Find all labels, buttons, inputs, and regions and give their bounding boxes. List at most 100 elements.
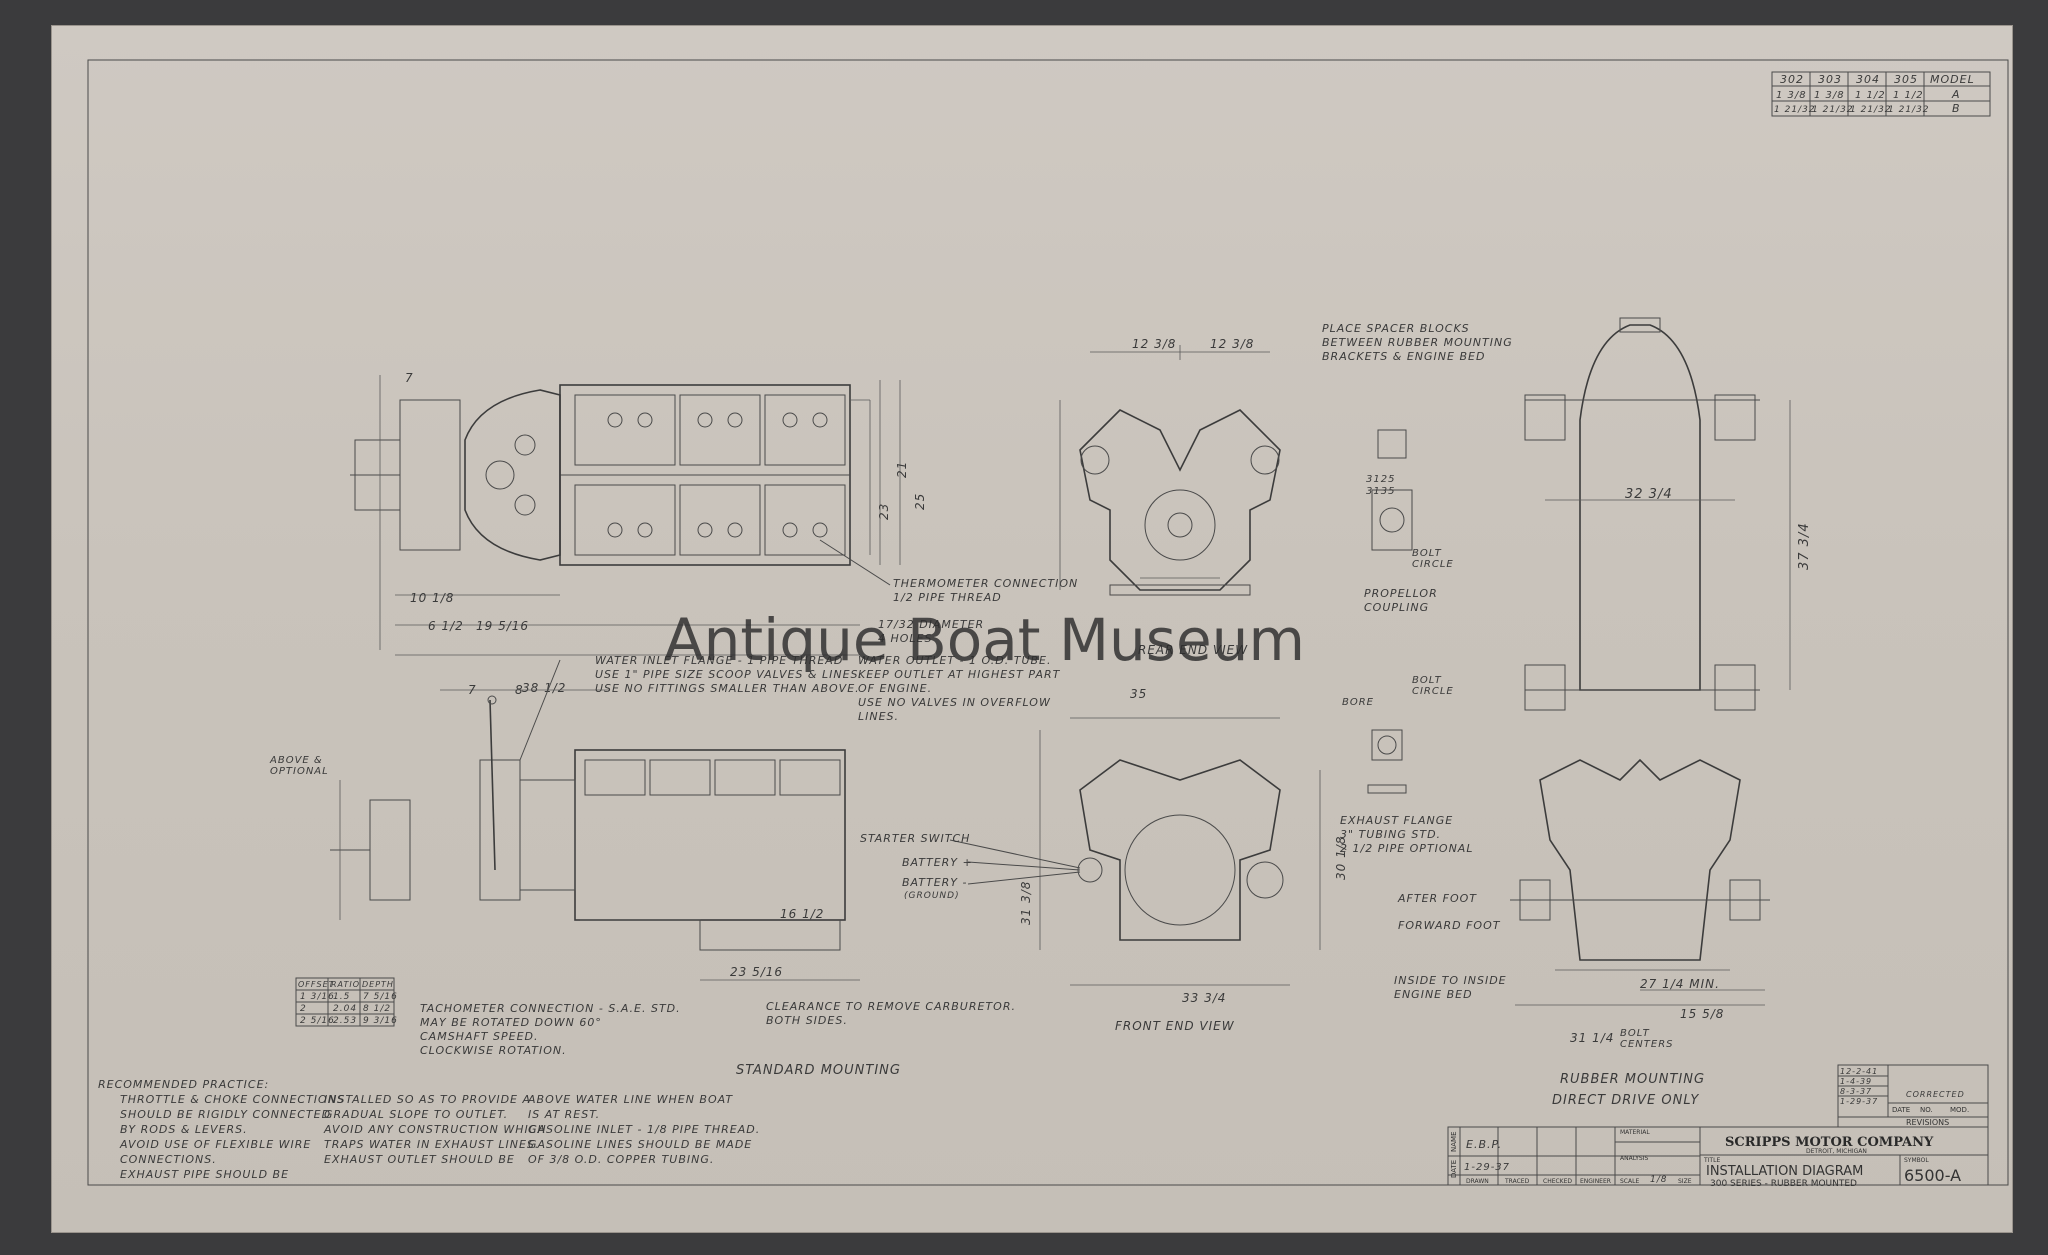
- model-h3: 305: [1894, 73, 1918, 86]
- dim-6: 6 1/2: [428, 619, 464, 633]
- rev-corrected: CORRECTED: [1906, 1090, 1965, 1099]
- rev-date-0: 12-2-41: [1840, 1067, 1878, 1076]
- engine-side-view: [330, 689, 860, 981]
- label-direct-drive: DIRECT DRIVE ONLY: [1552, 1093, 1699, 1108]
- note-bolt-circle-2b: CIRCLE: [1412, 686, 1454, 697]
- note-bore: BORE: [1342, 697, 1374, 708]
- tb-scale: 1/8: [1650, 1175, 1667, 1185]
- note-clearance-2: BOTH SIDES.: [766, 1014, 848, 1027]
- note-tach-3: CAMSHAFT SPEED.: [420, 1030, 539, 1043]
- recommended-heading: RECOMMENDED PRACTICE:: [98, 1078, 269, 1091]
- rec-c1-4: CONNECTIONS.: [120, 1153, 217, 1166]
- rubber-mount-plan-view: [1524, 317, 1791, 711]
- rec-c1-5: EXHAUST PIPE SHOULD BE: [120, 1168, 289, 1181]
- rec-c2-1: GRADUAL SLOPE TO OUTLET.: [324, 1108, 508, 1121]
- tb-drawn-by: E.B.P.: [1466, 1138, 1502, 1151]
- tb-col-engineer: ENGINEER: [1580, 1178, 1611, 1185]
- note-water-inlet-3: USE NO FITTINGS SMALLER THAN ABOVE.: [595, 682, 860, 695]
- dim-10: 10 1/8: [410, 591, 454, 605]
- model-r1c4: B: [1952, 102, 1961, 115]
- offset-h2: DEPTH: [362, 980, 394, 989]
- note-propellor-2: COUPLING: [1364, 601, 1429, 614]
- dim-3125: 3125: [1366, 474, 1395, 485]
- dim-25: 25: [913, 493, 927, 510]
- dim-8: 8: [515, 683, 524, 697]
- tb-material-label: MATERIAL: [1620, 1129, 1650, 1136]
- note-clearance-1: CLEARANCE TO REMOVE CARBURETOR.: [766, 1000, 1016, 1013]
- model-r0c4: A: [1951, 88, 1961, 101]
- dim-15: 15 5/8: [1680, 1007, 1724, 1021]
- drawing-border: [87, 59, 2009, 1186]
- note-tach-2: MAY BE ROTATED DOWN 60°: [420, 1016, 602, 1029]
- exhaust-flange-detail: [1367, 729, 1407, 794]
- note-water-outlet-4: USE NO VALVES IN OVERFLOW: [858, 696, 1051, 709]
- note-above-optional-2: OPTIONAL: [270, 766, 329, 777]
- rubber-mount-end-view: [1510, 758, 1770, 1006]
- model-r1c1: 1 21/32: [1812, 105, 1854, 115]
- model-h2: 304: [1856, 73, 1880, 86]
- label-rear-end-view: REAR END VIEW: [1138, 643, 1248, 657]
- rec-c1-2: BY RODS & LEVERS.: [120, 1123, 248, 1136]
- rec-c3-4: OF 3/8 O.D. COPPER TUBING.: [528, 1153, 714, 1166]
- tb-city: DETROIT, MICHIGAN: [1806, 1148, 1867, 1155]
- dim-21: 21: [895, 461, 909, 478]
- note-bolt-circle-1a: BOLT: [1412, 548, 1442, 559]
- dim-31: 31 1/4: [1570, 1031, 1614, 1045]
- tb-col-drawn: DRAWN: [1466, 1178, 1489, 1185]
- model-h4: MODEL: [1930, 73, 1975, 86]
- engine-rear-view: [1059, 345, 1281, 596]
- model-h0: 302: [1780, 73, 1804, 86]
- dim-7: 7: [405, 371, 414, 385]
- engine-front-view: [1039, 717, 1321, 986]
- tb-number: 6500-A: [1904, 1166, 1961, 1185]
- note-starter-switch: STARTER SWITCH: [860, 832, 970, 845]
- propellor-coupling: [1371, 429, 1413, 551]
- model-r1c2: 1 21/32: [1850, 105, 1892, 115]
- note-water-outlet-1: WATER OUTLET - 1 O.D. TUBE.: [858, 654, 1051, 667]
- tb-scale-label: SCALE: [1620, 1178, 1639, 1185]
- tb-subtitle: 300 SERIES - RUBBER MOUNTED: [1710, 1179, 1857, 1189]
- dim-23b: 23 5/16: [730, 965, 783, 979]
- note-battery-minus-1: BATTERY -: [902, 876, 968, 889]
- offset-r0c1: 1.5: [333, 992, 350, 1002]
- note-place-spacer-1: PLACE SPACER BLOCKS: [1322, 322, 1470, 335]
- dim-33: 33 3/4: [1182, 991, 1226, 1005]
- dim-19: 19 5/16: [476, 619, 529, 633]
- rev-label: REVISIONS: [1906, 1118, 1949, 1127]
- offset-r1c1: 2.04: [333, 1004, 357, 1014]
- note-above-optional-1: ABOVE &: [269, 755, 323, 766]
- note-bolt-centers-1: BOLT: [1620, 1028, 1650, 1039]
- rev-no-col: NO.: [1920, 1106, 1933, 1114]
- tb-symbol-label: SYMBOL: [1904, 1157, 1929, 1164]
- rec-c3-1: IS AT REST.: [528, 1108, 600, 1121]
- label-rubber-mounting: RUBBER MOUNTING: [1560, 1072, 1705, 1087]
- rec-c2-0: INSTALLED SO AS TO PROVIDE A: [324, 1093, 531, 1106]
- note-propellor-1: PROPELLOR: [1364, 587, 1438, 600]
- tb-date-label: DATE: [1450, 1160, 1458, 1178]
- offset-r0c2: 7 5/16: [363, 992, 398, 1002]
- label-standard-mounting: STANDARD MOUNTING: [736, 1063, 901, 1078]
- rec-c3-0: ABOVE WATER LINE WHEN BOAT: [527, 1093, 733, 1106]
- rev-mod-col: MOD.: [1950, 1106, 1969, 1114]
- offset-r1c0: 2: [300, 1004, 307, 1014]
- tb-drawn-date: 1-29-37: [1464, 1162, 1510, 1173]
- tb-size-label: SIZE: [1678, 1178, 1692, 1185]
- model-r0c3: 1 1/2: [1893, 90, 1924, 101]
- dim-16: 16 1/2: [780, 907, 824, 921]
- dim-23: 23: [877, 503, 891, 520]
- dim-12a: 12 3/8: [1132, 337, 1176, 351]
- offset-r1c2: 8 1/2: [363, 1004, 391, 1014]
- title-block: [1447, 1126, 1989, 1186]
- offset-h1: RATIO: [331, 980, 360, 989]
- note-exhaust-2: 3" TUBING STD.: [1340, 828, 1441, 841]
- note-thermometer-1: THERMOMETER CONNECTION: [893, 577, 1078, 590]
- dim-30: 30 1/8: [1334, 836, 1348, 880]
- rec-c2-4: EXHAUST OUTLET SHOULD BE: [324, 1153, 515, 1166]
- note-tach-4: CLOCKWISE ROTATION.: [420, 1044, 567, 1057]
- rec-c3-3: GASOLINE LINES SHOULD BE MADE: [528, 1138, 752, 1151]
- tb-col-traced: TRACED: [1504, 1178, 1530, 1185]
- dim-12b: 12 3/8: [1210, 337, 1254, 351]
- tb-analysis-label: ANALYSIS: [1620, 1155, 1648, 1162]
- note-bolt-circle-2a: BOLT: [1412, 675, 1442, 686]
